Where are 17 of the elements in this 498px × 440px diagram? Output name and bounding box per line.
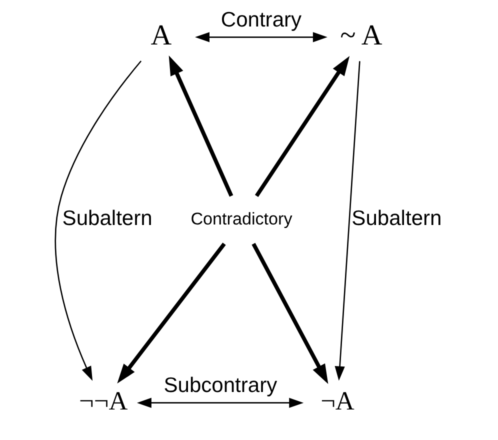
edge-label: Contrary: [220, 8, 302, 32]
edge-label: Subcontrary: [164, 374, 278, 398]
edge-label: Subaltern: [62, 207, 152, 230]
arrow: [195, 32, 328, 42]
arrow: [334, 61, 360, 381]
arrow: [168, 55, 234, 197]
arrow: [117, 242, 226, 384]
node-text: A: [150, 20, 172, 52]
arrow: [252, 242, 328, 384]
node-text: Contradictory: [190, 209, 292, 228]
node-text: ¬A: [320, 386, 354, 416]
arrow: [136, 398, 304, 408]
node-text: ¬¬A: [79, 386, 128, 416]
node-text: ~ A: [340, 20, 382, 52]
arrow: [254, 56, 350, 198]
edge-label: Subaltern: [352, 207, 442, 230]
arrow: [54, 60, 142, 381]
